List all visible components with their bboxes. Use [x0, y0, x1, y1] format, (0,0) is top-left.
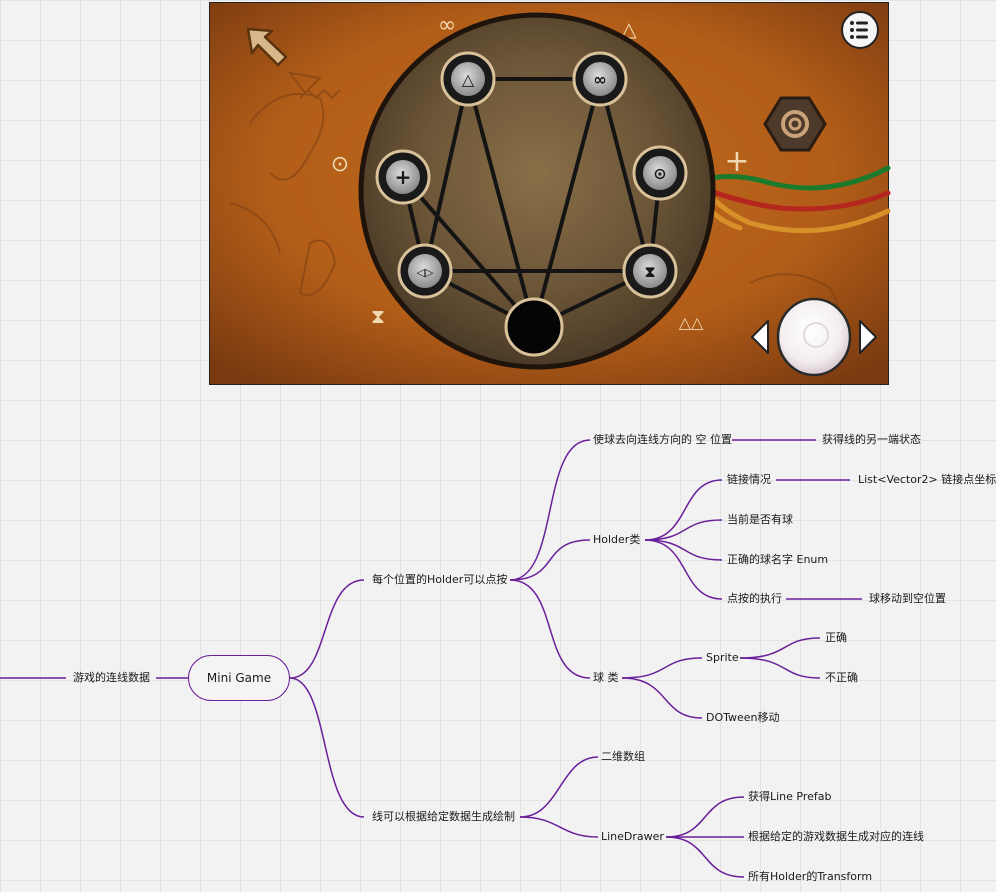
doodle-hourglass: ⧗ — [371, 304, 385, 328]
doodle-circle-dot: ⊙ — [331, 152, 349, 177]
node-incoming-data: 游戏的连线数据 — [73, 671, 150, 684]
node-has-ball: 当前是否有球 — [727, 513, 793, 526]
node-get-prefab: 获得Line Prefab — [748, 790, 832, 803]
triangle-icon: △ — [462, 70, 475, 89]
list-menu-icon[interactable] — [841, 11, 879, 49]
node-link-points: List<Vector2> 链接点坐标 — [858, 473, 996, 486]
node-dotween: DOTween移动 — [706, 711, 780, 724]
mindmap-branches — [0, 439, 862, 878]
node-all-holder-transform: 所有Holder的Transform — [748, 870, 873, 883]
doodle-plus: + — [724, 144, 749, 179]
node-sprite: Sprite — [706, 651, 739, 664]
node-tap-execute: 点按的执行 — [727, 592, 782, 605]
holder-triangle[interactable]: △ — [440, 51, 496, 107]
node-line-drawer: LineDrawer — [601, 830, 664, 843]
game-screenshot: ∞ △ ⊙ + ⧗ △△ — [209, 2, 891, 385]
holder-infinity[interactable]: ∞ — [572, 51, 628, 107]
left-right-icon: ◁▷ — [417, 266, 434, 279]
arrow-back-icon[interactable] — [246, 27, 288, 67]
eye-icon: ⊙ — [653, 164, 666, 183]
root-node[interactable]: Mini Game — [188, 655, 290, 701]
doodle-triangles: △△ — [679, 313, 704, 332]
node-lines-generate: 线可以根据给定数据生成绘制 — [372, 810, 515, 823]
game-scene: ∞ △ ⊙ + ⧗ △△ — [210, 3, 891, 384]
node-holder-tap: 每个位置的Holder可以点按 — [372, 573, 508, 586]
node-correct: 正确 — [825, 631, 847, 644]
node-get-line-other-end: 获得线的另一端状态 — [822, 433, 921, 446]
pearl-ball[interactable] — [776, 297, 852, 377]
holder-arrows[interactable]: ◁▷ — [397, 243, 453, 299]
holder-plus[interactable]: + — [375, 149, 431, 205]
doodle-infinity: ∞ — [438, 13, 456, 38]
gear-icon[interactable] — [763, 96, 827, 152]
holder-eye[interactable]: ⊙ — [632, 145, 688, 201]
node-ball-class: 球 类 — [593, 671, 619, 684]
node-ball-name-enum: 正确的球名字 Enum — [727, 553, 829, 566]
holder-empty[interactable] — [504, 297, 564, 357]
node-ball-move-empty: 使球去向连线方向的 空 位置 — [593, 433, 732, 446]
doodle-triangle: △ — [621, 17, 637, 41]
infinity-icon: ∞ — [593, 70, 606, 89]
node-link-status: 链接情况 — [727, 473, 771, 486]
node-2d-array: 二维数组 — [601, 750, 645, 763]
hourglass-icon: ⧗ — [645, 263, 656, 281]
root-node-label: Mini Game — [206, 671, 272, 685]
node-generate-lines: 根据给定的游戏数据生成对应的连线 — [748, 830, 924, 843]
node-incorrect: 不正确 — [825, 671, 858, 684]
plus-icon: + — [395, 165, 412, 189]
triangle-right-icon[interactable] — [859, 320, 877, 354]
holder-hourglass[interactable]: ⧗ — [622, 243, 678, 299]
node-holder-class: Holder类 — [593, 533, 641, 546]
triangle-left-icon[interactable] — [751, 320, 769, 354]
node-ball-to-empty: 球移动到空位置 — [869, 592, 946, 605]
